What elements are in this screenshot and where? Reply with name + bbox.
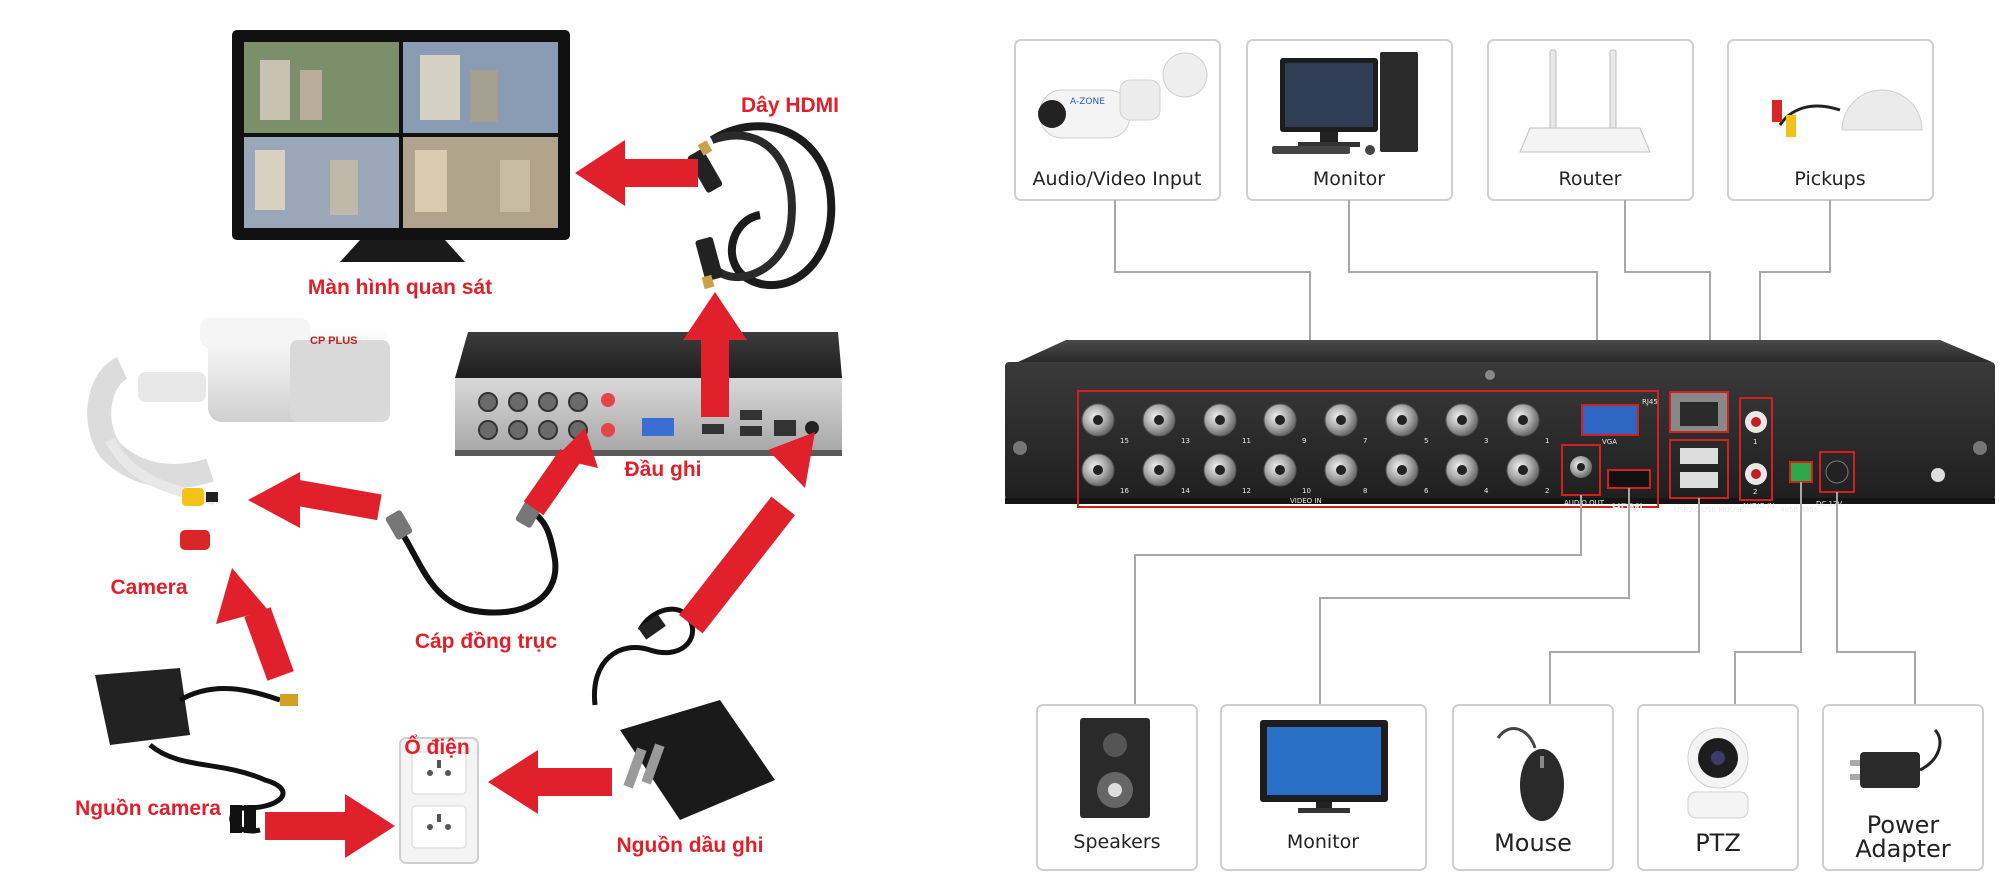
svg-text:12: 12 <box>1242 487 1251 495</box>
svg-text:3: 3 <box>1484 437 1488 445</box>
router-icon <box>1519 49 1651 153</box>
audio-in-label: AUDIO IN <box>1742 502 1774 510</box>
device-box-speakers: Speakers <box>1036 704 1198 871</box>
camera-power-adapter-icon <box>95 668 298 834</box>
wiring-illustration: Màn hình quan sát Dây HDMI Đầu ghi <box>75 30 842 864</box>
camera-icon: A-ZONE <box>1038 52 1208 139</box>
hdmi-cable-icon <box>687 122 836 290</box>
arrow-icon <box>265 794 395 858</box>
arrow-icon <box>679 432 815 634</box>
connection-illustration: A-ZONE Audio/Video Input Monitor Router <box>1005 39 1995 871</box>
arrow-icon <box>248 472 382 528</box>
dvr-back-panel: 15 13 11 9 7 5 3 1 16 14 12 10 8 6 4 2 V… <box>1005 340 1995 515</box>
svg-text:8: 8 <box>1363 487 1367 495</box>
usb-label: USB2.0 USB MOUSE <box>1674 506 1744 514</box>
device-label: Mouse <box>1494 829 1572 857</box>
svg-text:16: 16 <box>1120 487 1129 495</box>
dvr-wiring-diagram: Màn hình quan sát Dây HDMI Đầu ghi <box>0 0 980 890</box>
arrow-icon <box>523 428 598 516</box>
camera-power-label: Nguồn camera <box>75 797 221 820</box>
hdmi-cable-label: Dây HDMI <box>741 94 839 117</box>
arrow-icon <box>488 750 612 814</box>
dvr-power-label: Nguồn dầu ghi <box>617 834 764 857</box>
coax-cable-label: Cáp đồng trục <box>415 630 558 653</box>
monitor-icon <box>1260 720 1388 813</box>
device-box-router: Router <box>1487 39 1694 201</box>
device-box-monitor-bottom: Monitor <box>1220 704 1427 871</box>
camera-brand: A-ZONE <box>1070 97 1105 107</box>
speaker-icon <box>1080 718 1150 818</box>
svg-text:1: 1 <box>1753 438 1757 446</box>
monitor-label: Màn hình quan sát <box>308 276 492 299</box>
dvr-connection-diagram: A-ZONE Audio/Video Input Monitor Router <box>980 0 2014 890</box>
device-box-mouse: Mouse <box>1452 704 1614 871</box>
device-label: Audio/Video Input <box>1033 168 1202 190</box>
monitor-icon <box>232 30 570 262</box>
mouse-icon <box>1496 727 1564 821</box>
svg-text:6: 6 <box>1424 487 1429 495</box>
dvr-icon <box>455 332 842 456</box>
hdmi-label: HDMI <box>1612 501 1643 515</box>
dc-label: DC 12V <box>1816 500 1842 508</box>
ptz-camera-icon <box>1687 727 1749 819</box>
device-label: Monitor <box>1287 831 1359 853</box>
svg-text:15: 15 <box>1120 437 1129 445</box>
svg-text:14: 14 <box>1181 487 1190 495</box>
outlet-label: Ổ điện <box>404 735 469 759</box>
device-box-pickups: Pickups <box>1727 39 1934 201</box>
device-box-audio-video-input: A-ZONE Audio/Video Input <box>1014 39 1221 201</box>
svg-text:13: 13 <box>1181 437 1190 445</box>
device-label: Pickups <box>1794 168 1865 190</box>
arrow-icon <box>216 568 294 681</box>
rs485-label: 485B 485A <box>1780 506 1819 514</box>
arrow-icon <box>683 292 747 417</box>
camera-icon: CP PLUS <box>87 318 390 550</box>
svg-text:1: 1 <box>1545 437 1549 445</box>
camera-label: Camera <box>110 576 187 599</box>
microphone-icon <box>1772 89 1923 137</box>
arrow-icon <box>575 140 698 206</box>
svg-text:11: 11 <box>1242 437 1251 445</box>
coax-cable-icon <box>385 498 559 616</box>
svg-text:9: 9 <box>1302 437 1306 445</box>
dvr-label: Đầu ghi <box>625 458 702 481</box>
desktop-computer-icon <box>1272 52 1418 155</box>
svg-text:10: 10 <box>1302 487 1311 495</box>
video-in-label: VIDEO IN <box>1290 497 1322 505</box>
device-label: Speakers <box>1073 831 1160 853</box>
device-box-monitor-top: Monitor <box>1246 39 1453 201</box>
vga-label: VGA <box>1602 438 1617 446</box>
device-label: PTZ <box>1695 829 1741 857</box>
device-box-ptz: PTZ <box>1637 704 1799 871</box>
dvr-power-adapter-icon <box>591 606 775 820</box>
svg-text:2: 2 <box>1545 487 1549 495</box>
power-outlet-icon <box>399 737 479 864</box>
camera-brand: CP PLUS <box>310 335 357 347</box>
rj45-label: RJ45 <box>1642 398 1658 406</box>
device-label: Router <box>1559 168 1622 190</box>
bnc-video-inputs: 15 13 11 9 7 5 3 1 16 14 12 10 8 6 4 2 V… <box>1081 403 1549 505</box>
svg-text:7: 7 <box>1363 437 1367 445</box>
device-label: Monitor <box>1313 168 1385 190</box>
svg-text:4: 4 <box>1484 487 1489 495</box>
connector-lines-bottom <box>1134 482 1916 705</box>
power-adapter-icon <box>1850 728 1942 788</box>
svg-text:2: 2 <box>1753 488 1757 496</box>
audio-out-label: AUDIO OUT <box>1564 499 1605 507</box>
svg-text:5: 5 <box>1424 437 1428 445</box>
